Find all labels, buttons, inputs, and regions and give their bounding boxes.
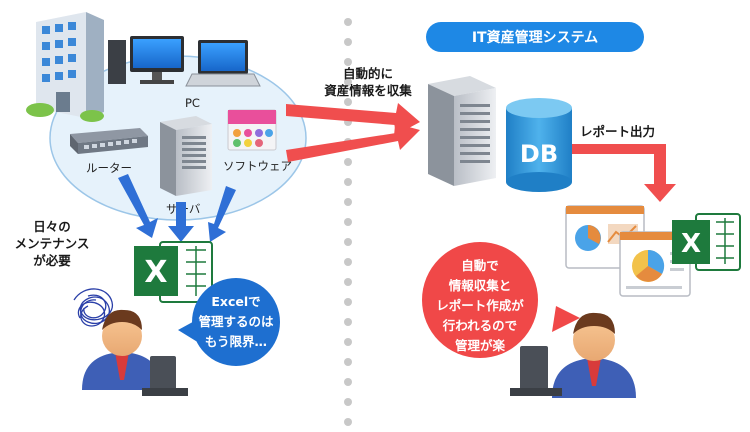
software-label: ソフトウェア	[223, 159, 292, 173]
report-output-label: レポート出力	[580, 124, 655, 139]
svg-text:DB: DB	[520, 140, 558, 168]
excel-icon-right: X	[672, 213, 741, 271]
building-icon	[26, 12, 104, 122]
svg-text:Excelで: Excelで	[211, 294, 260, 309]
svg-text:情報収集と: 情報収集と	[449, 278, 512, 293]
system-title: IT資産管理システム	[426, 22, 644, 52]
svg-text:が必要: が必要	[33, 253, 71, 268]
tangle-icon	[73, 288, 113, 327]
svg-text:レポート作成が: レポート作成が	[436, 298, 524, 313]
svg-text:もう限界…: もう限界…	[205, 334, 267, 349]
pc-label: PC	[185, 96, 200, 110]
svg-text:管理するのは: 管理するのは	[198, 314, 274, 329]
collect-note: 自動的に 資産情報を収集	[324, 66, 412, 98]
svg-text:自動で: 自動で	[461, 258, 499, 273]
svg-text:メンテナンス: メンテナンス	[15, 236, 90, 251]
router-label: ルーター	[86, 161, 132, 175]
left-speech-bubble: Excelで 管理するのは もう限界…	[178, 278, 280, 366]
svg-text:X: X	[681, 229, 701, 259]
collect-manual-arrows	[118, 174, 236, 242]
report-icon	[565, 205, 691, 297]
svg-text:資産情報を収集: 資産情報を収集	[324, 83, 412, 98]
user-icon-right	[510, 312, 636, 398]
server-icon	[160, 116, 212, 196]
svg-text:管理が楽: 管理が楽	[455, 338, 506, 353]
router-icon	[70, 128, 148, 154]
maintenance-note: 日々の メンテナンス が必要	[15, 219, 90, 268]
excel-icon: X	[134, 241, 213, 303]
svg-text:行われるので: 行われるので	[442, 318, 517, 333]
server-large-icon	[428, 76, 496, 186]
svg-text:日々の: 日々の	[33, 219, 71, 234]
svg-text:自動的に: 自動的に	[343, 66, 393, 81]
collect-auto-arrows	[286, 103, 420, 162]
user-icon-left	[82, 309, 188, 396]
report-arrow	[572, 144, 676, 202]
svg-text:IT資産管理システム: IT資産管理システム	[472, 29, 598, 46]
software-icon	[227, 109, 277, 151]
svg-text:X: X	[144, 255, 167, 290]
laptop-pc-icon	[185, 40, 261, 87]
right-speech-bubble: 自動で 情報収集と レポート作成が 行われるので 管理が楽	[422, 242, 580, 358]
desktop-pc-icon	[108, 36, 184, 84]
database-icon: DB	[506, 98, 572, 192]
